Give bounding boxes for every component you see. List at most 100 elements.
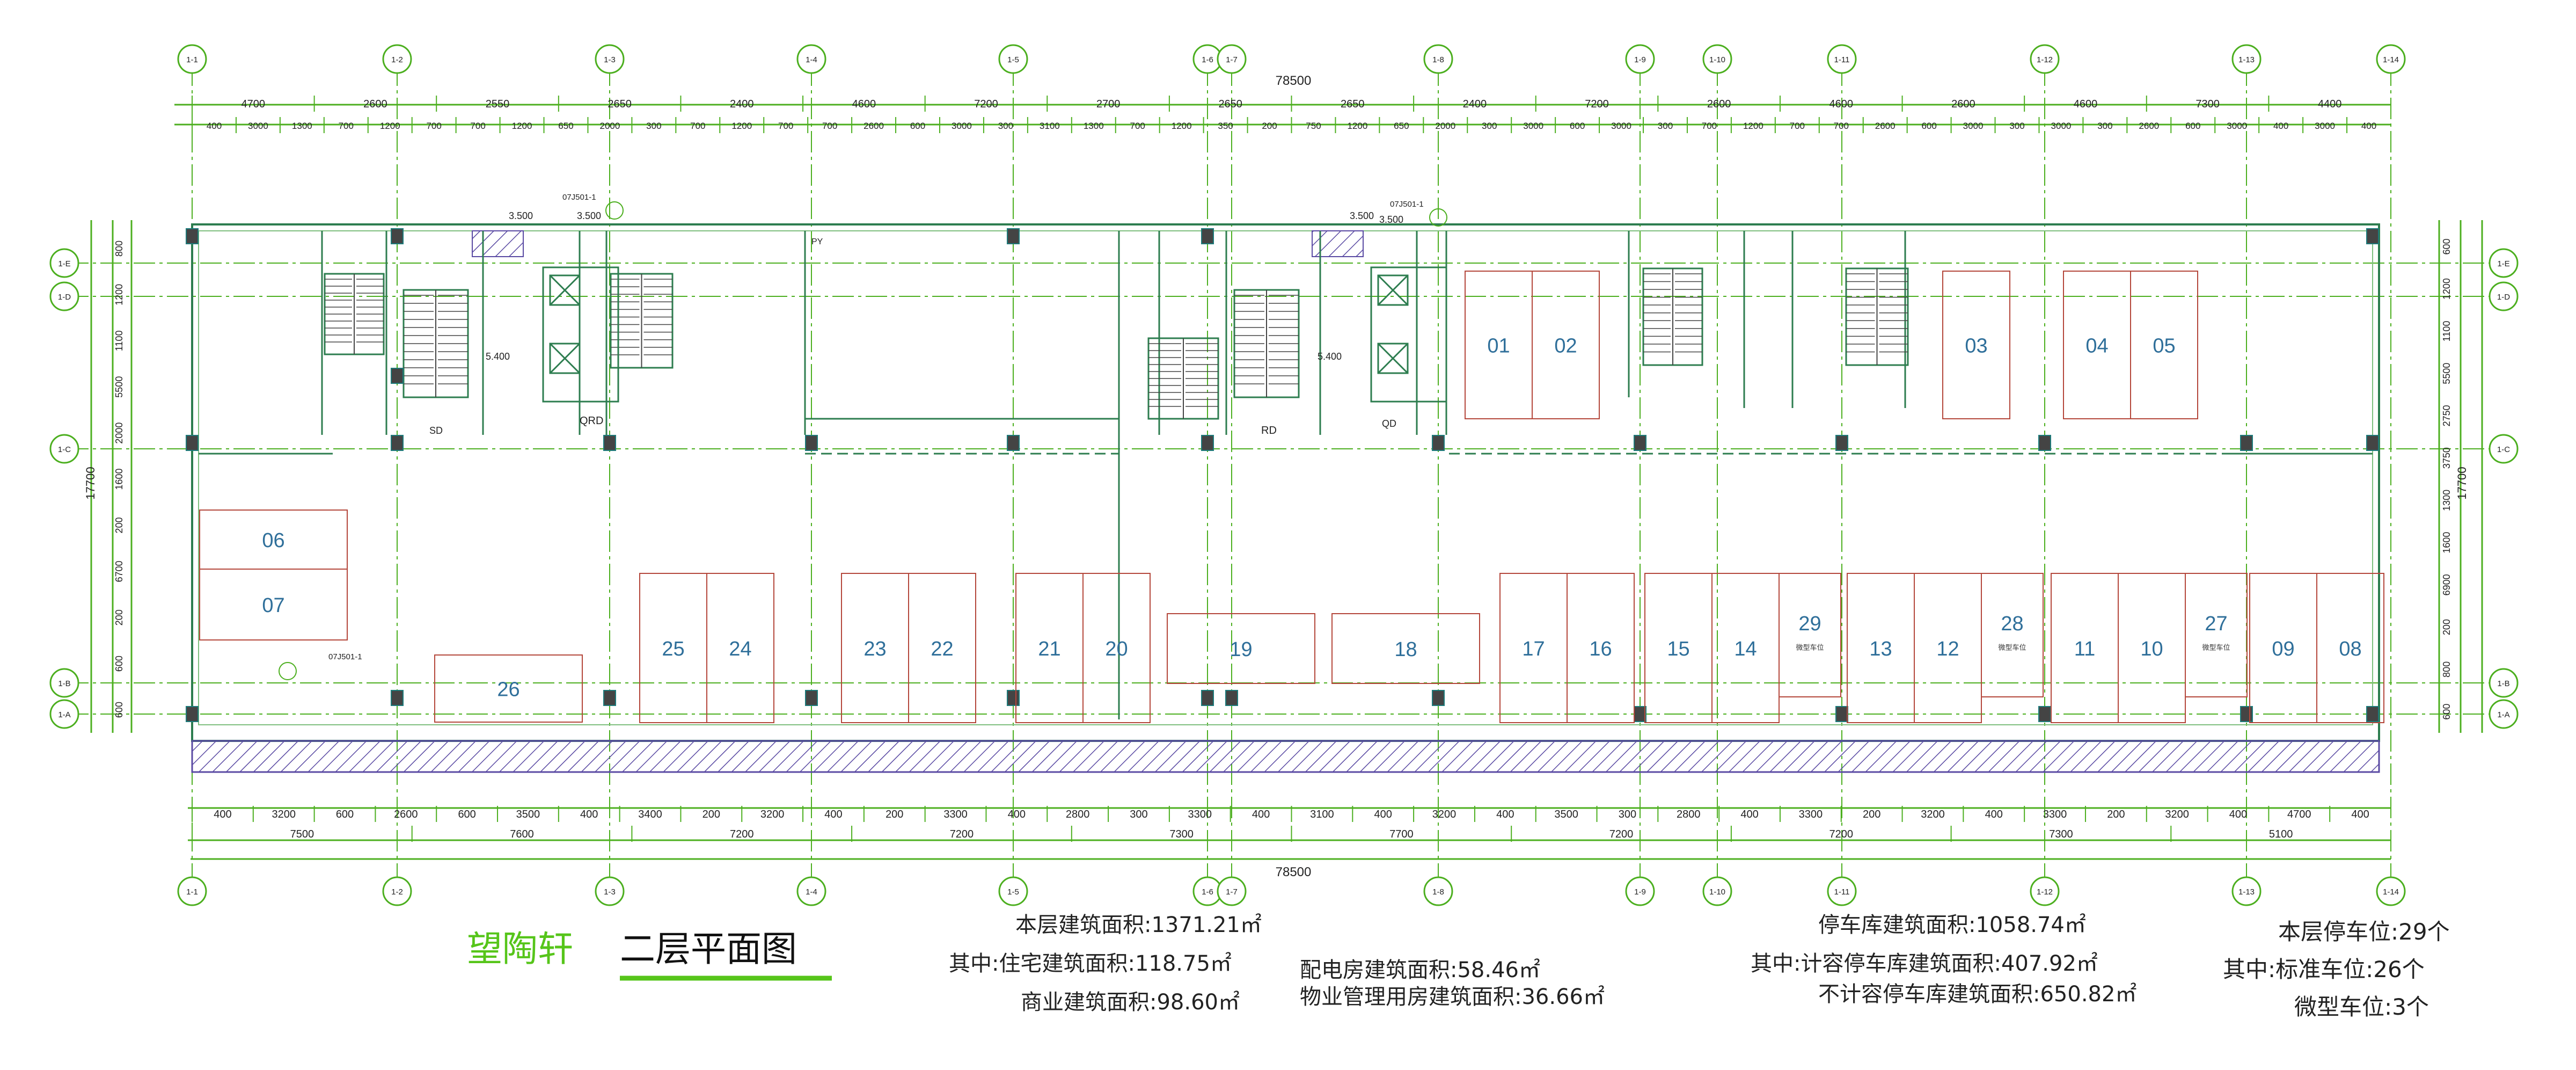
parking-space: 18 [1331, 613, 1480, 684]
svg-text:1-13: 1-13 [2238, 887, 2255, 897]
parking-space: 29 微型车位 [1779, 573, 1841, 697]
axis-bubble-top: 1-4 [796, 44, 826, 74]
parking-number: 05 [2153, 335, 2175, 358]
parking-number: 19 [1230, 638, 1252, 661]
dimension-text: 5500 [114, 376, 125, 398]
dimension-text: 200 [1863, 809, 1880, 820]
dimension-text: 6700 [114, 561, 125, 582]
stair [1642, 267, 1703, 366]
dimension-text: 4600 [1829, 98, 1854, 110]
dimension-text: 400 [214, 809, 231, 820]
dimension-text: 300 [2009, 121, 2024, 131]
structural-column [391, 690, 404, 706]
parking-space: 25 [639, 573, 707, 723]
dimension-text: 400 [2229, 809, 2247, 820]
svg-text:1-5: 1-5 [1007, 55, 1019, 64]
dimension-text: 5500 [2441, 363, 2452, 384]
stair [324, 273, 385, 355]
axis-bubble-top: 1-12 [2030, 44, 2060, 74]
dimension-text: 2650 [608, 98, 632, 110]
dimension-text: 7200 [974, 98, 998, 110]
micro-space-note: 微型车位 [2202, 644, 2230, 652]
dimension-text: 400 [207, 121, 222, 131]
parking-space: 02 [1532, 271, 1600, 419]
parking-number: 15 [1667, 638, 1689, 660]
dimension-text: 3300 [1188, 809, 1212, 820]
axis-bubble-top: 1-6 [1192, 44, 1223, 74]
stair [1147, 337, 1219, 420]
micro-space-note: 微型车位 [1796, 644, 1824, 652]
parking-number: 26 [497, 679, 519, 701]
svg-text:1-C: 1-C [58, 445, 71, 454]
spaces-micro-text: 微型车位:3个 [2294, 994, 2429, 1020]
dimension-text: 3200 [1921, 809, 1945, 820]
dimension-text: 3200 [2165, 809, 2189, 820]
dimension-text: 1200 [1743, 121, 1763, 131]
axis-bubble-bottom: 1-8 [1423, 876, 1453, 906]
structural-column [391, 435, 404, 451]
axis-bubble-left: 1-A [49, 699, 79, 729]
structural-column [391, 228, 404, 244]
axis-bubble-bottom: 1-6 [1192, 876, 1223, 906]
dimension-text: 200 [114, 609, 125, 625]
axis-bubble-bottom: 1-5 [998, 876, 1028, 906]
svg-text:1-E: 1-E [58, 259, 70, 268]
power-room-area-text: 配电房建筑面积:58.46㎡ [1300, 958, 1540, 982]
parking-number: 03 [1965, 335, 1987, 358]
reference-label: 07J501-1 [328, 652, 362, 661]
axis-bubble-bottom: 1-2 [382, 876, 412, 906]
structural-column [2366, 435, 2379, 451]
svg-text:1-12: 1-12 [2037, 887, 2053, 897]
dimension-text: 2600 [1707, 98, 1731, 110]
dimension-text: 300 [646, 121, 661, 131]
elevation-label: 5.400 [486, 351, 510, 362]
parking-space: 11 [2051, 573, 2119, 723]
dimension-text: 400 [1985, 809, 2003, 820]
area-statistics: 望陶轩 二层平面图 本层建筑面积:1371.21㎡ 其中:住宅建筑面积:118.… [467, 913, 2450, 1020]
axis-bubble-top: 1-3 [595, 44, 625, 74]
structural-column [1634, 435, 1646, 451]
garage-counted-text: 其中:计容停车库建筑面积:407.92㎡ [1751, 951, 2098, 976]
parking-space: 21 [1015, 573, 1084, 723]
svg-text:1-1: 1-1 [186, 55, 198, 64]
floor-area-text: 本层建筑面积:1371.21㎡ [1015, 913, 1262, 937]
structural-columns [186, 228, 2379, 722]
dimension-text: 1100 [114, 330, 125, 351]
dimension-text: 7200 [1829, 828, 1854, 840]
svg-text:1-7: 1-7 [1226, 55, 1238, 64]
dimension-text: 1200 [114, 284, 125, 305]
structural-column [2366, 706, 2379, 722]
hatched-slab-strip [191, 740, 2380, 773]
structural-column [1201, 228, 1214, 244]
svg-text:1-12: 1-12 [2037, 55, 2053, 64]
parking-space: 17 [1499, 573, 1568, 723]
dimension-text: 2400 [1463, 98, 1487, 110]
parking-number: 14 [1734, 638, 1757, 660]
elevation-label: 5.400 [1318, 351, 1342, 362]
building-outline [191, 223, 2380, 773]
structural-column [2240, 706, 2253, 722]
svg-text:1-5: 1-5 [1007, 887, 1019, 897]
dimension-text: 600 [1921, 121, 1936, 131]
axis-bubble-top: 1-14 [2376, 44, 2406, 74]
elevation-label: 3.500 [509, 210, 533, 221]
dimension-text: 2800 [1066, 809, 1090, 820]
parking-number: 13 [1869, 638, 1892, 660]
stairwells [324, 267, 1909, 420]
dimension-text: 4600 [852, 98, 876, 110]
parking-number: 25 [662, 638, 684, 660]
svg-text:1-10: 1-10 [1709, 55, 1725, 64]
parking-number: 29 [1798, 613, 1821, 635]
elevation-label: 3.500 [1379, 214, 1403, 225]
stair [610, 273, 674, 369]
structural-column [1432, 690, 1445, 706]
parking-space: 13 [1847, 573, 1915, 723]
dimension-text: 3000 [1963, 121, 1984, 131]
svg-text:1-1: 1-1 [186, 887, 198, 897]
svg-text:1-D: 1-D [2497, 293, 2510, 302]
garage-uncounted-text: 不计容停车库建筑面积:650.82㎡ [1818, 982, 2136, 1007]
